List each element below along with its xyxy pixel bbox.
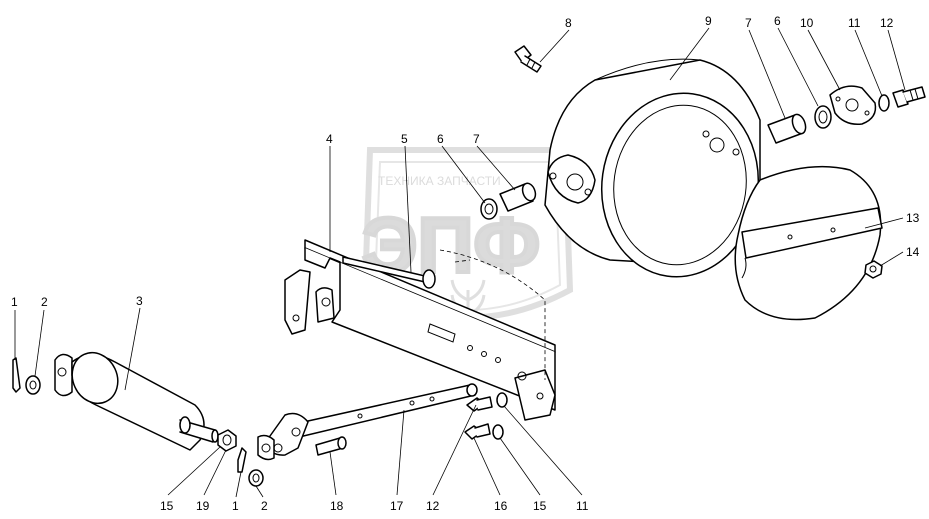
part-3-cylinder <box>54 351 219 451</box>
callout-11-upper: 11 <box>848 16 861 30</box>
callout-10: 10 <box>800 16 814 30</box>
part-12-bolt-lower <box>466 396 493 412</box>
callout-6-middle: 6 <box>437 132 444 146</box>
callout-4: 4 <box>326 132 333 146</box>
part-13-cover <box>734 165 883 321</box>
part-6-washer-upper <box>814 105 832 129</box>
callout-7-upper: 7 <box>745 16 752 30</box>
part-1-cotter-pin-left <box>12 357 21 393</box>
part-2-washer-left <box>25 375 41 395</box>
callout-1-left: 1 <box>11 295 18 309</box>
callout-1-lower: 1 <box>232 499 239 513</box>
part-19-nut <box>217 429 237 452</box>
watermark-top-text: ТЕХНИКА ЗАПЧАСТИ <box>378 174 501 188</box>
part-6-washer-middle <box>480 198 498 220</box>
part-12-bolt-upper <box>892 86 926 108</box>
part-16-bolt <box>464 423 491 440</box>
leader-lines <box>14 27 906 498</box>
callout-12-upper: 12 <box>880 16 894 30</box>
callout-15-lower-left: 15 <box>160 499 174 513</box>
callout-2-lower: 2 <box>261 499 268 513</box>
callout-12-lower: 12 <box>426 499 440 513</box>
part-11-washer-upper <box>878 94 890 112</box>
part-2-washer-lower <box>248 469 264 487</box>
part-14-nut <box>864 260 883 279</box>
callout-15-lower-right: 15 <box>533 499 547 513</box>
callout-13: 13 <box>906 211 920 225</box>
part-8-bolt <box>514 45 542 73</box>
part-7-sleeve-middle <box>499 182 537 212</box>
callout-9: 9 <box>705 14 712 28</box>
callout-17: 17 <box>390 499 404 513</box>
part-5-pin <box>342 256 436 289</box>
callout-19: 19 <box>196 499 210 513</box>
callout-16: 16 <box>494 499 508 513</box>
callout-5: 5 <box>401 132 408 146</box>
callout-14: 14 <box>906 245 920 259</box>
part-7-sleeve-upper <box>767 113 807 144</box>
part-9-drum-housing <box>544 58 761 278</box>
callout-18: 18 <box>330 499 344 513</box>
callout-8: 8 <box>565 16 572 30</box>
callout-7-middle: 7 <box>473 132 480 146</box>
callout-6-upper: 6 <box>774 14 781 28</box>
part-17-rod <box>257 383 478 461</box>
callout-numbers: 1 2 3 4 5 6 7 8 9 7 6 10 11 12 13 14 15 … <box>11 14 920 513</box>
part-15-washer-lower <box>492 424 504 440</box>
part-18-pin <box>315 436 347 456</box>
callout-3: 3 <box>136 294 143 308</box>
callout-2-left: 2 <box>41 295 48 309</box>
part-11-washer-lower <box>496 392 508 408</box>
part-1-cotter-pin-lower <box>237 447 247 473</box>
part-10-flange-plate <box>829 85 877 126</box>
callout-11-lower: 11 <box>576 499 589 513</box>
